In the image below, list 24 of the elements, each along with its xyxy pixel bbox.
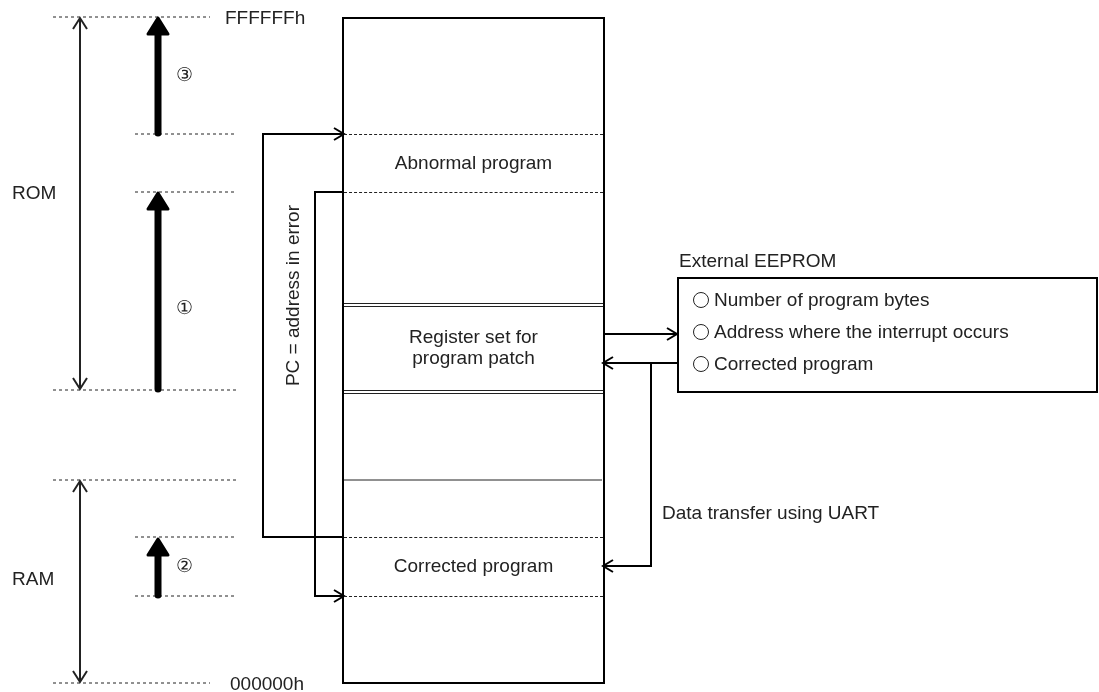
list-item: Number of program bytes [714,289,930,311]
arrow [314,191,345,603]
arrow [602,327,678,341]
region-label: Register set for program patch [408,327,539,369]
address-label: FFFFFFh [225,8,306,27]
list-item: Corrected program [714,353,874,375]
memory-map-box [342,17,605,684]
step-number: ① [176,298,193,317]
arrow [262,127,345,538]
step-number: ② [176,556,193,575]
region-label: Corrected program [393,556,554,577]
memory-region [344,133,603,193]
condition-label: PC = address in error [283,205,302,387]
region-label: ROM [12,183,57,202]
transfer-label: Data transfer using UART [662,503,880,522]
arrow [602,362,678,573]
step-number: ③ [176,65,193,84]
region-label: RAM [12,569,55,588]
memory-region [344,302,603,394]
address-label: 000000h [230,674,304,692]
region-label: Abnormal program [394,152,553,174]
list-item: Address where the interrupt occurs [714,321,1009,343]
device-heading: External EEPROM [679,250,837,272]
memory-region [344,536,603,597]
